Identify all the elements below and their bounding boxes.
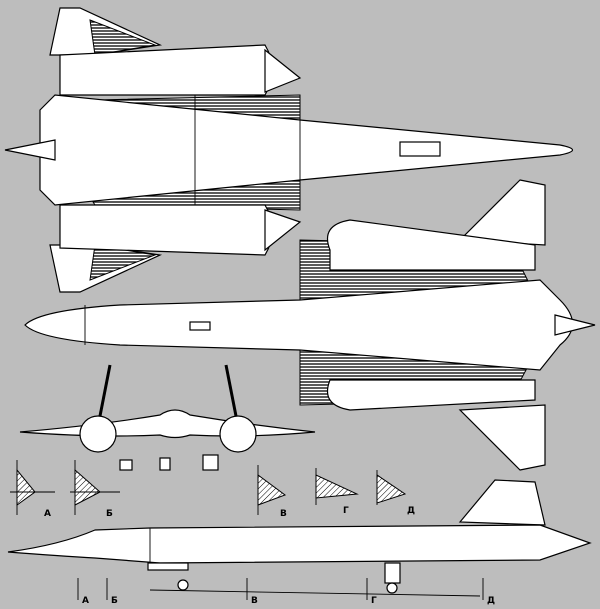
station-label-v: В: [251, 596, 258, 606]
section-label-v: В: [280, 509, 287, 519]
section-profiles: А Б В Г Д: [10, 460, 415, 519]
section-label-d: Д: [407, 506, 415, 516]
section-label-a: А: [44, 509, 51, 519]
top-view: [4, 7, 574, 293]
front-view: [19, 364, 316, 471]
section-label-b: Б: [106, 509, 113, 519]
section-label-g: Г: [343, 506, 349, 516]
station-label-g: Г: [371, 596, 377, 606]
bottom-view: [24, 179, 596, 471]
station-label-d: Д: [487, 596, 495, 606]
station-labels: А Б В Г Д: [77, 578, 495, 606]
station-label-a: А: [82, 596, 89, 606]
station-label-b: Б: [111, 596, 118, 606]
side-view: [7, 479, 592, 597]
